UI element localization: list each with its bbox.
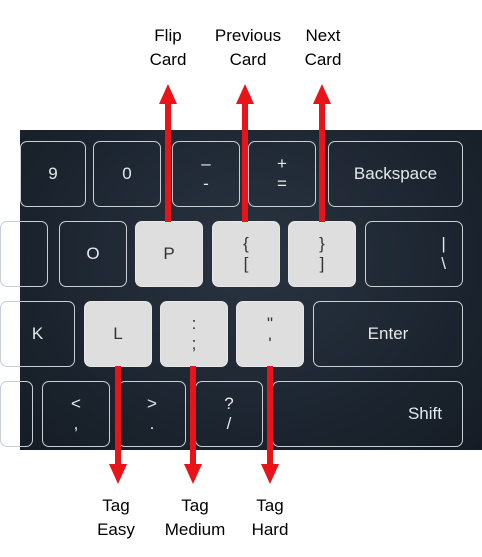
key-label: O (86, 244, 100, 263)
next-card-arrow (313, 84, 331, 222)
key-backspace[interactable]: Backspace (328, 141, 463, 207)
key-9[interactable]: 9 (20, 141, 86, 207)
previous-card-arrow (236, 84, 254, 222)
key-label: 0 (122, 164, 132, 183)
key-label-top: – (201, 154, 211, 173)
key-backslash[interactable]: | \ (365, 221, 463, 287)
key-label-top: | (441, 234, 446, 253)
next-card-label-line2: Card (304, 50, 342, 69)
key-k[interactable]: K (0, 301, 75, 367)
key-0[interactable]: 0 (93, 141, 161, 207)
tag-hard-label: Tag Hard (220, 494, 320, 542)
key-l[interactable]: L (84, 301, 152, 367)
key-comma[interactable]: < , (42, 381, 110, 447)
key-label-bottom: / (226, 414, 232, 433)
key-label: P (163, 244, 175, 263)
key-equals[interactable]: + = (248, 141, 316, 207)
key-label: K (31, 324, 44, 343)
key-label: L (113, 324, 123, 343)
flip-card-label-line2: Card (149, 50, 187, 69)
tag-medium-label-line2: Medium (164, 520, 226, 539)
key-label: Backspace (353, 164, 438, 183)
key-label-bottom: \ (441, 254, 446, 273)
keyboard: 9 0 – - + = Backspace O P { [ } ] (0, 130, 482, 450)
key-label-top: : (191, 314, 197, 333)
key-close-bracket[interactable]: } ] (288, 221, 356, 287)
previous-card-label-line1: Previous (214, 26, 282, 45)
tag-easy-label: Tag Easy (66, 494, 166, 542)
next-card-label-line1: Next (305, 26, 341, 45)
key-quote[interactable]: " ' (236, 301, 304, 367)
previous-card-label: Previous Card (198, 24, 298, 72)
tag-easy-arrow (109, 366, 127, 484)
key-label-bottom: ] (319, 254, 325, 273)
next-card-label: Next Card (273, 24, 373, 72)
tag-medium-label-line1: Tag (181, 496, 209, 515)
key-enter[interactable]: Enter (313, 301, 463, 367)
key-label-bottom: ; (191, 334, 197, 353)
flip-card-label-line1: Flip (154, 26, 182, 45)
key-label: Shift (407, 404, 442, 423)
key-o[interactable]: O (59, 221, 127, 287)
key-label: Enter (367, 324, 409, 343)
tag-medium-arrow (184, 366, 202, 484)
tag-easy-label-line1: Tag (102, 496, 130, 515)
tag-medium-label: Tag Medium (145, 494, 245, 542)
key-label: 9 (48, 164, 58, 183)
tag-hard-label-line1: Tag (256, 496, 284, 515)
key-open-bracket[interactable]: { [ (212, 221, 280, 287)
key-p[interactable]: P (135, 221, 203, 287)
tag-hard-label-line2: Hard (251, 520, 289, 539)
previous-card-label-line2: Card (229, 50, 267, 69)
key-label-bottom: ' (268, 334, 272, 353)
key-label-top: > (147, 394, 157, 413)
flip-card-label: Flip Card (118, 24, 218, 72)
key-label-bottom: = (277, 174, 287, 193)
key-label-bottom: - (203, 174, 209, 193)
key-i-partial[interactable] (0, 221, 48, 287)
key-label-bottom: , (73, 414, 79, 433)
key-minus[interactable]: – - (172, 141, 240, 207)
key-semicolon[interactable]: : ; (160, 301, 228, 367)
key-label-bottom: . (149, 414, 155, 433)
key-label-top: " (266, 314, 274, 333)
key-label-top: + (277, 154, 287, 173)
key-label-top: } (319, 234, 325, 253)
key-label-top: < (71, 394, 81, 413)
tag-easy-label-line2: Easy (97, 520, 135, 539)
key-label-top: { (243, 234, 249, 253)
key-label-bottom: [ (243, 254, 249, 273)
key-m-partial[interactable] (0, 381, 33, 447)
key-label-top: ? (224, 394, 234, 413)
tag-hard-arrow (261, 366, 279, 484)
flip-card-arrow (159, 84, 177, 222)
